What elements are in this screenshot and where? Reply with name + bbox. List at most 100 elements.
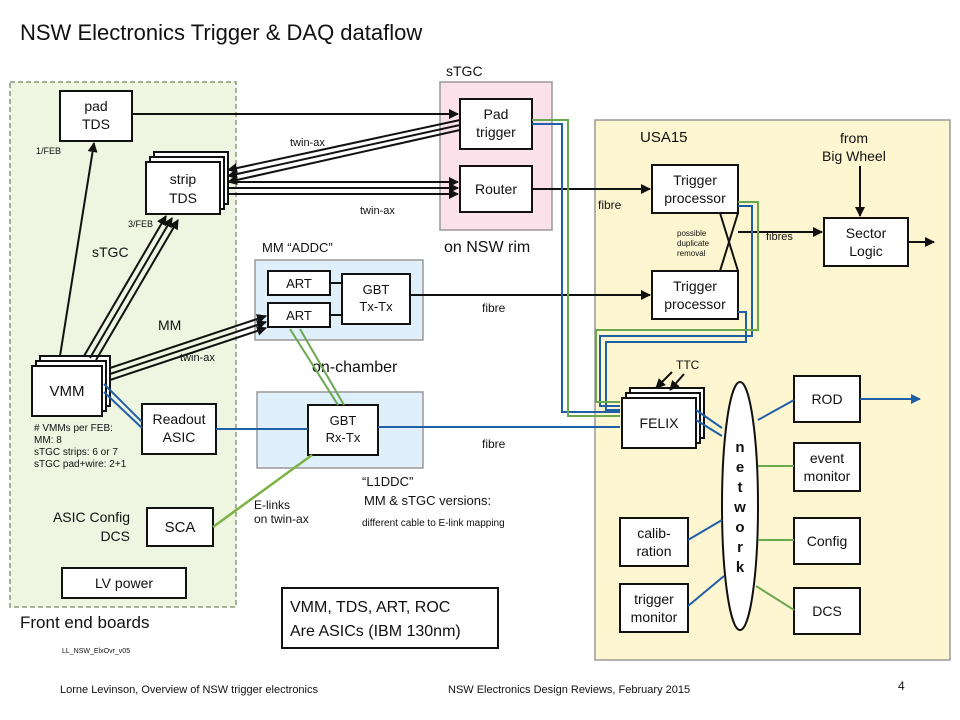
link-vmm-readout-2 (103, 391, 143, 429)
pad-tds-label-2: TDS (82, 116, 110, 132)
rod-label: ROD (811, 391, 842, 407)
network-ellipse (721, 381, 759, 631)
art-label-1: ART (286, 276, 312, 291)
link-network-dcs-green (755, 585, 795, 611)
link-vmm-padtds (59, 142, 98, 357)
config-label: Config (807, 533, 847, 549)
vmm-label: VMM (50, 383, 85, 400)
network-letter-o: o (735, 519, 744, 536)
trigger-processor-2-box (651, 270, 739, 320)
link-padtrigger-felix (532, 123, 620, 413)
event-monitor-label-2: monitor (804, 468, 851, 484)
network-letter-w: w (733, 499, 746, 516)
l1ddc-title: “L1DDC” (362, 474, 413, 489)
trigger-processor-2-label-1: Trigger (673, 278, 717, 294)
elinks-label-1: E-links (254, 498, 290, 512)
trigger-processor-1-label-2: processor (664, 190, 726, 206)
big-wheel-label: Big Wheel (822, 148, 886, 164)
gbt-rxtx-label-1: GBT (330, 413, 357, 428)
fibres-label: fibres (766, 231, 793, 243)
link-trigproc1-felix (599, 205, 753, 407)
network-letter-n: n (735, 439, 744, 456)
rod-box (793, 375, 861, 423)
link-trigproc2-felix (605, 311, 747, 411)
elinks-label-2: on twin-ax (254, 512, 309, 526)
event-monitor-box (793, 442, 861, 492)
duplicate-note-1: possible (677, 229, 707, 238)
duplicate-note-2: duplicate (677, 239, 710, 248)
pad-trigger-label-2: trigger (476, 124, 516, 140)
link-network-trigmon (687, 575, 725, 607)
dcs-box (793, 587, 861, 635)
footer-left: Lorne Levinson, Overview of NSW trigger … (60, 684, 318, 696)
link-gbtrx-art-green-2 (299, 328, 345, 406)
trigger-monitor-label-2: monitor (631, 609, 678, 625)
network-letter-t: t (738, 479, 743, 496)
readout-asic-box (141, 403, 217, 455)
gbt-txtx-label-2: Tx-Tx (359, 299, 393, 314)
strip-tds-label-1: strip (170, 171, 197, 187)
mm-fe-label: MM (158, 317, 181, 333)
link-network-rod (757, 399, 795, 421)
twinax-top-label: twin-ax (290, 137, 325, 149)
network-letter-k: k (736, 559, 745, 576)
sector-logic-label-2: Logic (849, 243, 882, 259)
link-network-calib (687, 519, 723, 541)
network-letter-e: e (736, 459, 744, 476)
pad-tds-label-1: pad (84, 98, 107, 114)
l1ddc-fibre-label: fibre (482, 437, 506, 451)
stgc-rim-title: sTGC (446, 63, 483, 79)
link-felix-network-2 (695, 419, 723, 437)
calibration-label-2: ration (636, 543, 671, 559)
gbt-rxtx-label-2: Rx-Tx (326, 430, 361, 445)
frontend-label: Front end boards (20, 613, 149, 632)
felix-label: FELIX (640, 415, 680, 431)
vmm-box (31, 365, 103, 417)
ttc-label: TTC (676, 358, 700, 372)
calibration-label-1: calib- (637, 525, 671, 541)
slide-title: NSW Electronics Trigger & DAQ dataflow (20, 20, 422, 45)
from-label: from (840, 130, 868, 146)
on-nsw-rim-label: on NSW rim (444, 239, 530, 256)
link-vmm-striptds-1 (83, 215, 167, 357)
pad-tds-box (59, 90, 133, 142)
asics-note-line-2: Are ASICs (IBM 130nm) (290, 623, 461, 640)
router-label: Router (475, 181, 517, 197)
event-monitor-label-1: event (810, 450, 844, 466)
on-chamber-label: on-chamber (312, 359, 398, 376)
trigger-processor-1-box (651, 164, 739, 214)
link-ttc-felix-1 (655, 371, 673, 389)
link-felix-network-1 (695, 409, 723, 429)
vmm-notes-2: sTGC strips: 6 or 7 (34, 447, 118, 458)
asics-note-line-1: VMM, TDS, ART, ROC (290, 599, 450, 616)
sector-logic-box (823, 217, 909, 267)
dcs-label: DCS (812, 603, 842, 619)
link-vmm-art-2 (109, 320, 267, 375)
addc-title: MM “ADDC” (262, 240, 333, 255)
link-padtrigger-striptds-2 (227, 124, 461, 179)
versions-label-2: different cable to E-link mapping (362, 518, 505, 529)
lv-power-box (61, 567, 187, 599)
calibration-box (619, 517, 689, 567)
sca-label: SCA (165, 519, 196, 536)
pad-trigger-label-1: Pad (484, 106, 509, 122)
link-padtrigger-striptds-1 (227, 119, 461, 173)
per-feb-1-label: 1/FEB (36, 146, 61, 156)
vmm-notes-1: MM: 8 (34, 435, 62, 446)
footer-center: NSW Electronics Design Reviews, February… (448, 684, 690, 696)
link-vmm-readout-1 (103, 383, 143, 423)
lv-power-label: LV power (95, 575, 153, 591)
gbt-txtx-box (341, 273, 411, 325)
per-feb-3-label: 3/FEB (128, 219, 153, 229)
link-gbtrx-art-green-1 (289, 328, 339, 406)
sector-logic-label-1: Sector (846, 225, 887, 241)
fe-twinax-label: twin-ax (180, 352, 215, 364)
readout-asic-label-1: Readout (153, 411, 206, 427)
trigger-processor-1-label-1: Trigger (673, 172, 717, 188)
trigger-monitor-label-1: trigger (634, 591, 674, 607)
link-trigproc1-felix-green (595, 201, 759, 403)
strip-tds-label-2: TDS (169, 190, 197, 206)
versions-label-1: MM & sTGC versions: (364, 493, 491, 508)
usa15-fibre-label: fibre (598, 198, 622, 212)
